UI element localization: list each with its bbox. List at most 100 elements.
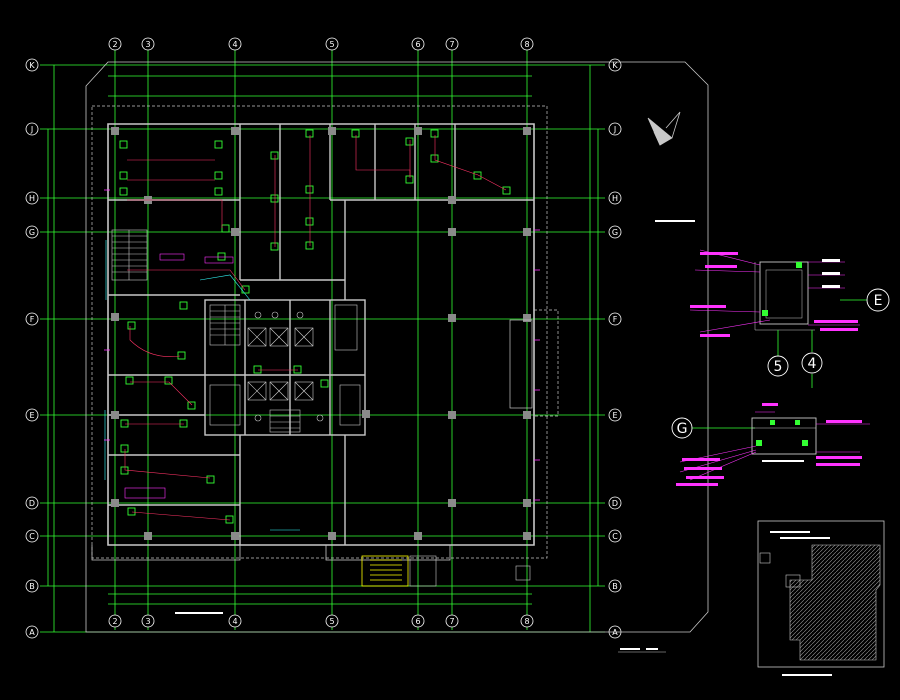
perimeter-markers [104, 189, 540, 501]
axis-bubble-left-E: E [25, 408, 39, 422]
axis-bubble-top-8: 8 [520, 37, 534, 51]
axis-bubble-top-7: 7 [445, 37, 459, 51]
svg-text:D: D [612, 499, 618, 508]
axis-bubble-left-A: A [25, 625, 39, 639]
grid-lines [40, 50, 605, 633]
stair-left [111, 229, 148, 281]
axis-bubble-bottom-2: 2 [108, 614, 122, 628]
cyan-wiring [104, 240, 300, 531]
axis-bubble-top-5: 5 [325, 37, 339, 51]
fire-devices [119, 129, 511, 524]
axis-bubble-bottom-4: 4 [228, 614, 242, 628]
axis-bubble-right-H: H [608, 191, 622, 205]
axis-bubble-right-G: G [608, 225, 622, 239]
svg-text:6: 6 [415, 40, 420, 49]
svg-text:K: K [29, 61, 35, 70]
site-boundary [85, 61, 709, 633]
bottom-room [409, 555, 437, 587]
svg-text:C: C [29, 532, 35, 541]
axis-bubble-left-K: K [25, 58, 39, 72]
axis-bubble-left-J: J [25, 122, 39, 136]
key-plan-thumbnail [757, 520, 885, 668]
wiring [124, 135, 507, 521]
key-plan-caption [782, 674, 832, 676]
detail-lower-labels [676, 403, 862, 486]
svg-text:7: 7 [449, 617, 454, 626]
stair-core [209, 304, 301, 433]
axis-bubble-bottom-3: 3 [141, 614, 155, 628]
top-axis-bubbles: 2 3 4 5 6 7 8 [108, 37, 534, 51]
detail-bubble-5: 5 [767, 330, 789, 377]
svg-text:5: 5 [329, 617, 334, 626]
axis-bubble-right-E: E [608, 408, 622, 422]
svg-text:E: E [29, 411, 34, 420]
svg-text:K: K [612, 61, 618, 70]
svg-text:2: 2 [112, 40, 117, 49]
axis-bubble-top-2: 2 [108, 37, 122, 51]
detail-upper-marks [762, 262, 802, 316]
axis-bubble-top-3: 3 [141, 37, 155, 51]
svg-text:E: E [612, 411, 617, 420]
axis-bubble-left-B: B [25, 579, 39, 593]
svg-text:J: J [30, 125, 33, 134]
interior-walls [108, 124, 534, 545]
axis-bubble-right-J: J [608, 122, 622, 136]
svg-text:G: G [677, 421, 688, 437]
svg-text:H: H [612, 194, 618, 203]
axis-bubble-right-C: C [608, 529, 622, 543]
svg-text:4: 4 [232, 40, 237, 49]
detail-upper-white-labels [655, 220, 840, 288]
svg-text:6: 6 [415, 617, 420, 626]
small-box [515, 565, 531, 581]
axis-bubble-left-G: G [25, 225, 39, 239]
left-axis-bubbles: K J H G F E D C B A [25, 58, 39, 639]
svg-text:8: 8 [524, 40, 529, 49]
axis-bubble-right-D: D [608, 496, 622, 510]
svg-text:D: D [29, 499, 35, 508]
axis-bubble-right-K: K [608, 58, 622, 72]
svg-text:8: 8 [524, 617, 529, 626]
axis-bubble-top-6: 6 [411, 37, 425, 51]
svg-text:J: J [613, 125, 616, 134]
axis-bubble-bottom-7: 7 [445, 614, 459, 628]
svg-text:F: F [613, 315, 618, 324]
axis-bubble-bottom-5: 5 [325, 614, 339, 628]
svg-text:G: G [29, 228, 35, 237]
north-arrow-icon [647, 111, 681, 146]
svg-text:H: H [29, 194, 35, 203]
axis-bubble-left-D: D [25, 496, 39, 510]
detail-upper-labels [690, 252, 858, 337]
detail-lower-caption [762, 460, 804, 462]
svg-text:C: C [612, 532, 618, 541]
detail-bubble-E: E [840, 288, 890, 312]
svg-text:F: F [30, 315, 35, 324]
scale-note [175, 612, 223, 614]
bottom-axis-bubbles: 2 3 4 5 6 7 8 [108, 614, 534, 628]
axis-bubble-top-4: 4 [228, 37, 242, 51]
svg-text:5: 5 [774, 359, 783, 375]
detail-bubble-G: G [671, 417, 755, 439]
core-details [111, 229, 361, 433]
columns [111, 127, 531, 540]
svg-text:4: 4 [232, 617, 237, 626]
svg-text:B: B [612, 582, 618, 591]
detail-section-lower [751, 417, 817, 455]
axis-bubble-bottom-6: 6 [411, 614, 425, 628]
svg-text:E: E [874, 293, 883, 309]
right-axis-bubbles: K J H G F E D C B A [608, 58, 622, 639]
east-bay [509, 309, 559, 417]
svg-text:3: 3 [145, 617, 150, 626]
floor-annotations [124, 253, 234, 499]
svg-text:G: G [612, 228, 618, 237]
axis-bubble-right-B: B [608, 579, 622, 593]
axis-bubble-bottom-8: 8 [520, 614, 534, 628]
svg-text:A: A [29, 628, 35, 637]
detail-section-upper [754, 261, 815, 331]
svg-text:7: 7 [449, 40, 454, 49]
axis-bubble-right-F: F [608, 312, 622, 326]
axis-bubble-left-F: F [25, 312, 39, 326]
svg-text:2: 2 [112, 617, 117, 626]
svg-text:A: A [612, 628, 618, 637]
svg-text:3: 3 [145, 40, 150, 49]
